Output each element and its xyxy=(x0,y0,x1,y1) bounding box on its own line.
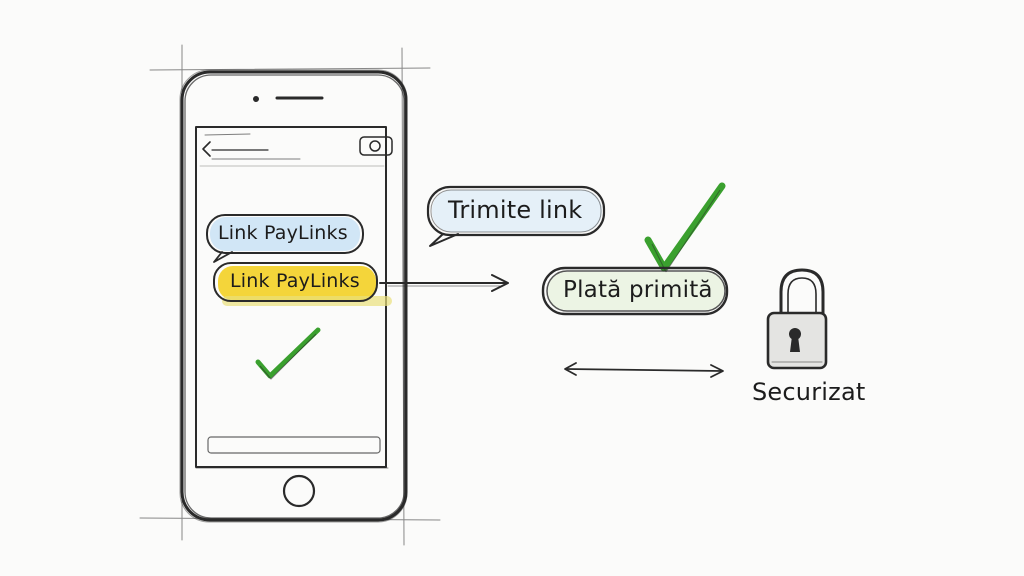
double-arrow-icon xyxy=(564,362,724,378)
arrow-right-icon xyxy=(379,274,509,292)
bubble-link-2-label[interactable]: Link PayLinks xyxy=(230,270,360,292)
check-icon xyxy=(644,182,726,272)
screen-top-bar xyxy=(199,133,393,167)
screen-menu-button[interactable] xyxy=(359,136,393,156)
check-icon xyxy=(255,327,321,379)
at-sign-icon xyxy=(369,140,381,152)
payment-received-label: Plată primită xyxy=(563,277,713,303)
send-link-label[interactable]: Trimite link xyxy=(448,196,583,224)
phone-camera xyxy=(253,96,259,102)
bubble-link-1-label[interactable]: Link PayLinks xyxy=(218,222,348,244)
padlock-icon xyxy=(766,268,828,370)
payment-received-bubble-shape xyxy=(541,266,729,316)
message-input-field[interactable] xyxy=(207,436,381,454)
back-chevron-icon[interactable] xyxy=(202,141,211,157)
bubble-link-2-shape xyxy=(213,262,392,306)
send-link-bubble-shape xyxy=(426,185,606,247)
bubble-link-1-shape xyxy=(206,214,364,263)
secured-label: Securizat xyxy=(752,378,866,406)
phone-outline xyxy=(179,69,408,523)
phone-home-button[interactable] xyxy=(282,474,316,508)
